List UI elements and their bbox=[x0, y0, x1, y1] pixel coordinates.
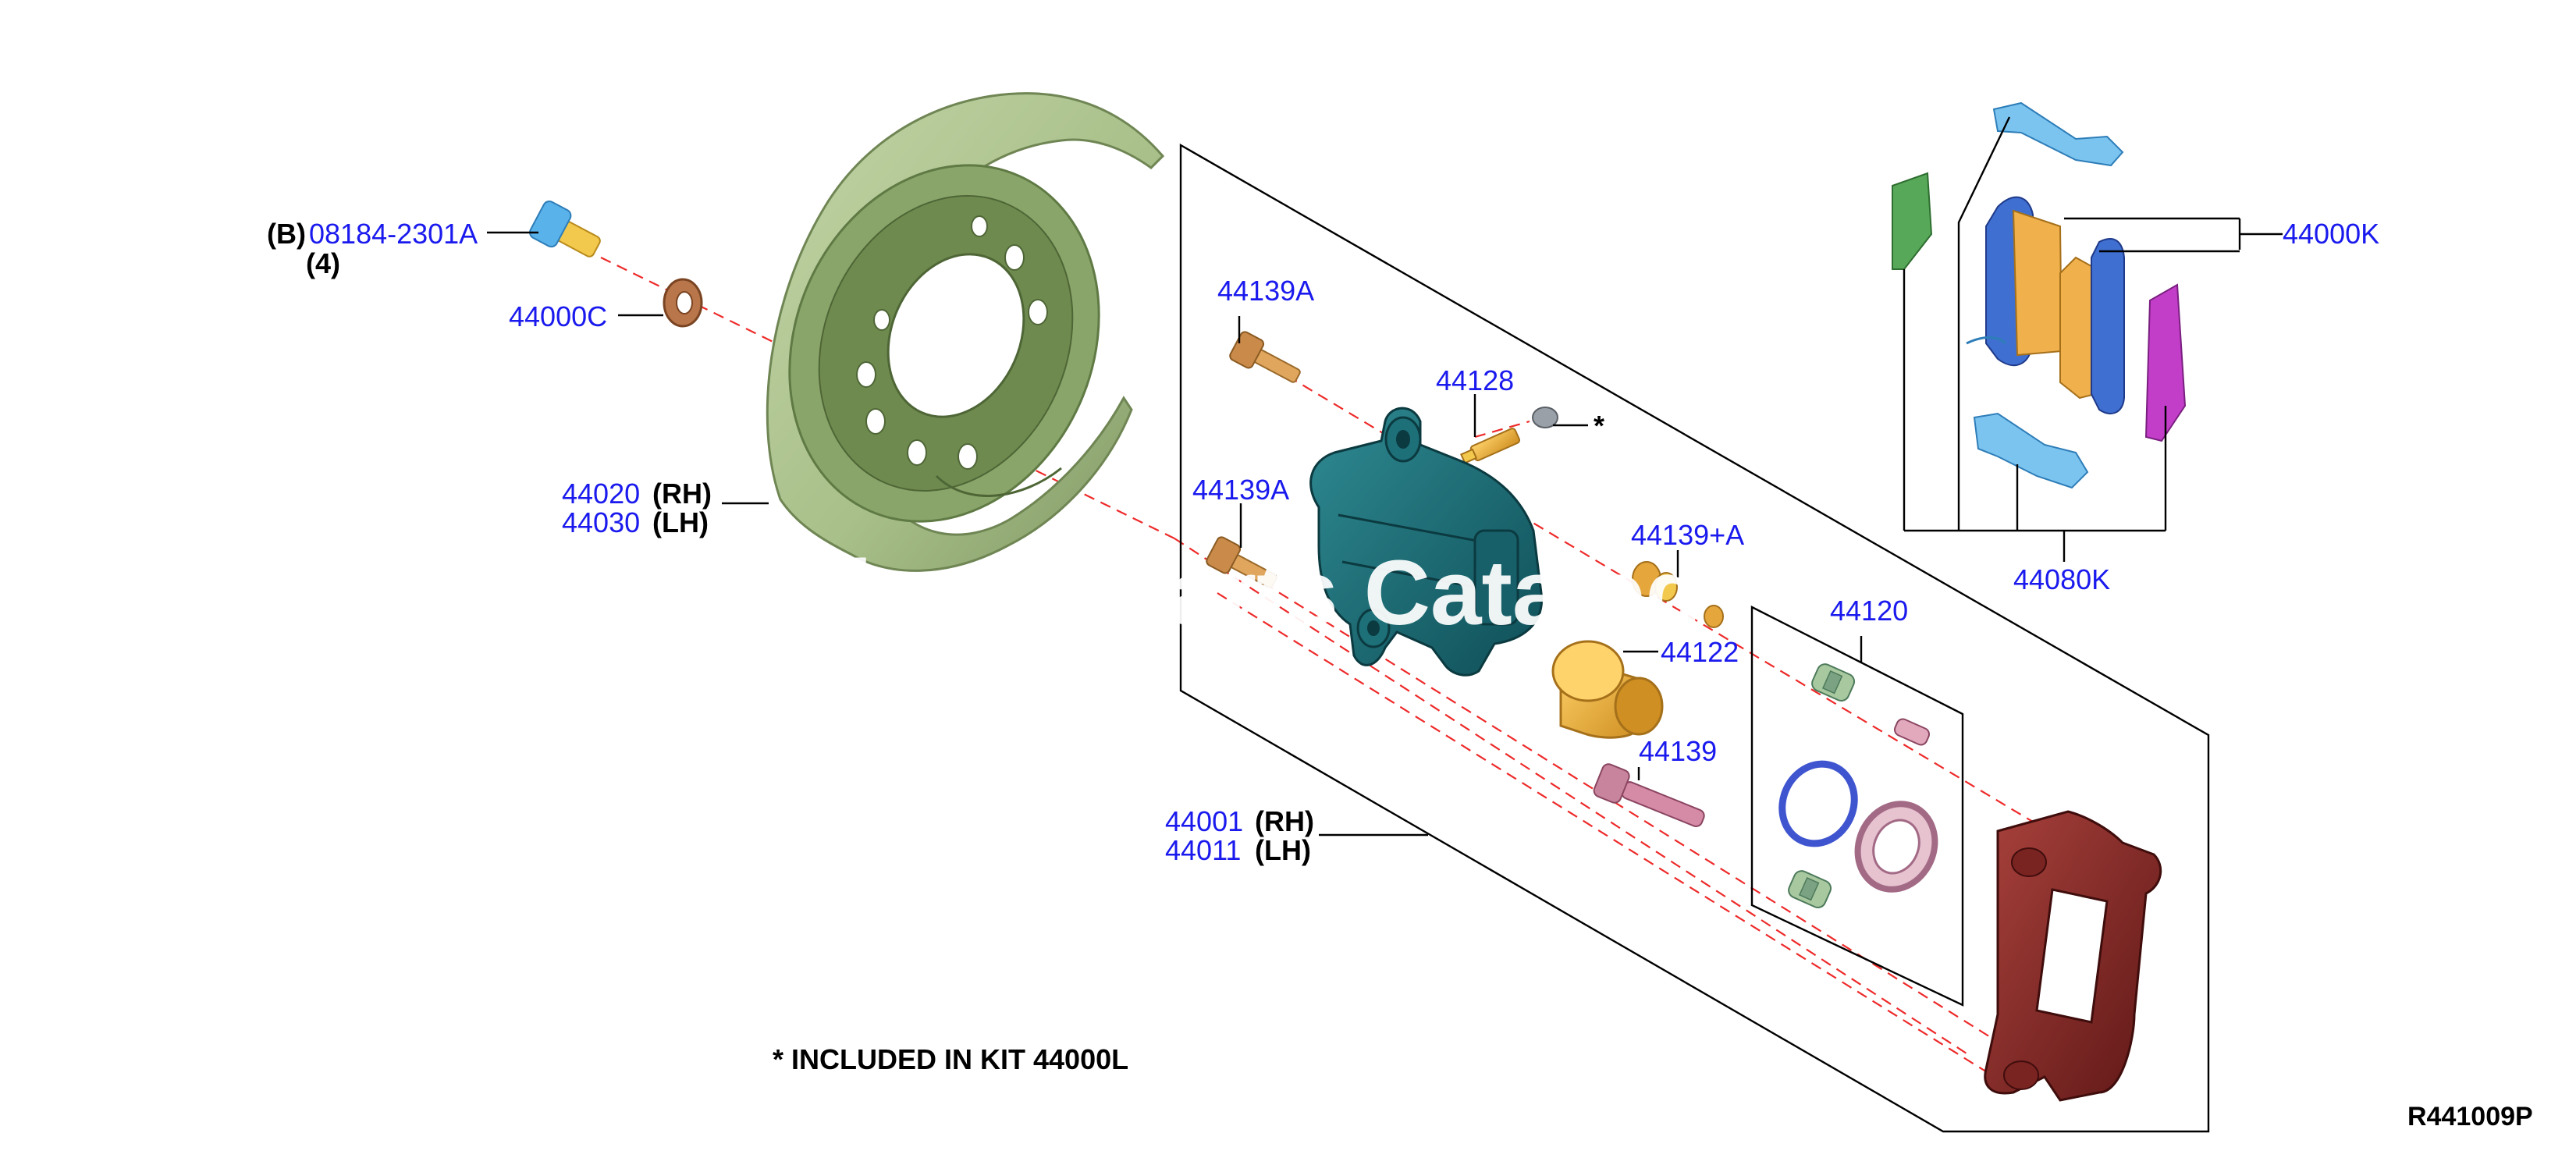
small-boot bbox=[1893, 718, 1931, 746]
bleeder-cap-part[interactable] bbox=[1532, 407, 1558, 428]
backing-plate-rh-side-label: (RH) bbox=[652, 478, 712, 510]
caliper-rh-callout[interactable]: 44001 bbox=[1165, 805, 1243, 837]
brake-pad-outer bbox=[2059, 238, 2125, 414]
kit-inclusion-note: * INCLUDED IN KIT 44000L bbox=[773, 1043, 1128, 1075]
inner-shim bbox=[1892, 172, 1933, 270]
axis-line-upper-pin bbox=[1271, 366, 2069, 844]
backing-plate-part[interactable] bbox=[734, 92, 1165, 572]
leader-lines bbox=[487, 116, 2283, 837]
outer-shim bbox=[2144, 283, 2187, 442]
seal-kit-contents[interactable] bbox=[1770, 662, 1949, 910]
kit-asterisk-marker: * bbox=[1594, 410, 1604, 442]
axis-line-bleeder bbox=[1474, 420, 1530, 439]
upper-anti-rattle-clip bbox=[1992, 101, 2124, 167]
pin-bolt-lower-part[interactable] bbox=[1205, 535, 1281, 596]
caliper-rh-side-label: (RH) bbox=[1255, 805, 1314, 837]
backing-plate-rh-callout[interactable]: 44020 bbox=[562, 478, 640, 510]
bleeder-callout[interactable]: 44128 bbox=[1436, 364, 1514, 396]
caliper-body-part[interactable] bbox=[1309, 407, 1544, 677]
backing-plate-lh-side-label: (LH) bbox=[652, 506, 709, 538]
guide-pin-callout[interactable]: 44139 bbox=[1639, 735, 1717, 767]
bolt-prefix-label: (B) bbox=[267, 218, 306, 250]
lower-anti-rattle-clip bbox=[1973, 412, 2089, 489]
piston-part[interactable] bbox=[1551, 640, 1664, 739]
piston-seal-ring bbox=[1778, 760, 1858, 847]
pad-kit-callout[interactable]: 44000K bbox=[2283, 218, 2379, 250]
bolt-quantity-label: (4) bbox=[306, 247, 340, 279]
bleeder-screw-part[interactable] bbox=[1460, 428, 1521, 466]
brake-pad-inner bbox=[1985, 196, 2063, 367]
brake-pad-kit-group[interactable] bbox=[1892, 101, 2187, 489]
pin-boot-callout[interactable]: 44139+A bbox=[1631, 519, 1744, 551]
caliper-bracket-part[interactable] bbox=[1984, 810, 2162, 1102]
seal-kit-callout[interactable]: 44120 bbox=[1830, 595, 1908, 627]
pin-bolt-lower-callout[interactable]: 44139A bbox=[1192, 474, 1289, 506]
hardware-kit-callout[interactable]: 44080K bbox=[2013, 563, 2110, 595]
piston-callout[interactable]: 44122 bbox=[1661, 636, 1739, 668]
pin-boot-upper bbox=[1811, 663, 1856, 702]
seal-kit-frame bbox=[1750, 606, 1964, 1007]
caliper-lh-callout[interactable]: 44011 bbox=[1165, 834, 1241, 866]
axis-line-lower-pin-2 bbox=[1217, 592, 2014, 1089]
diagram-reference-code: R441009P bbox=[2407, 1102, 2533, 1131]
watermark-text: Nissan Parts Catalog bbox=[780, 542, 1701, 645]
callout-labels: (B) 08184-2301A (4) 44000C 44020 (RH) 44… bbox=[267, 218, 2379, 866]
guide-pin-part[interactable] bbox=[1592, 762, 1709, 837]
pin-bolt-upper-callout[interactable]: 44139A bbox=[1217, 275, 1314, 307]
washer-part[interactable] bbox=[663, 278, 703, 328]
axis-line-bolt-extension bbox=[1174, 538, 1967, 1054]
washer-callout[interactable]: 44000C bbox=[509, 300, 607, 332]
bolt-callout[interactable]: 08184-2301A bbox=[309, 218, 478, 250]
caliper-lh-side-label: (LH) bbox=[1255, 834, 1311, 866]
backing-plate-lh-callout[interactable]: 44030 bbox=[562, 506, 640, 538]
pin-boot-lower bbox=[1788, 870, 1832, 909]
caliper-assembly-frame bbox=[1179, 143, 2210, 1133]
pin-boot-part[interactable] bbox=[1632, 561, 1724, 628]
bolt-part[interactable] bbox=[528, 199, 606, 266]
